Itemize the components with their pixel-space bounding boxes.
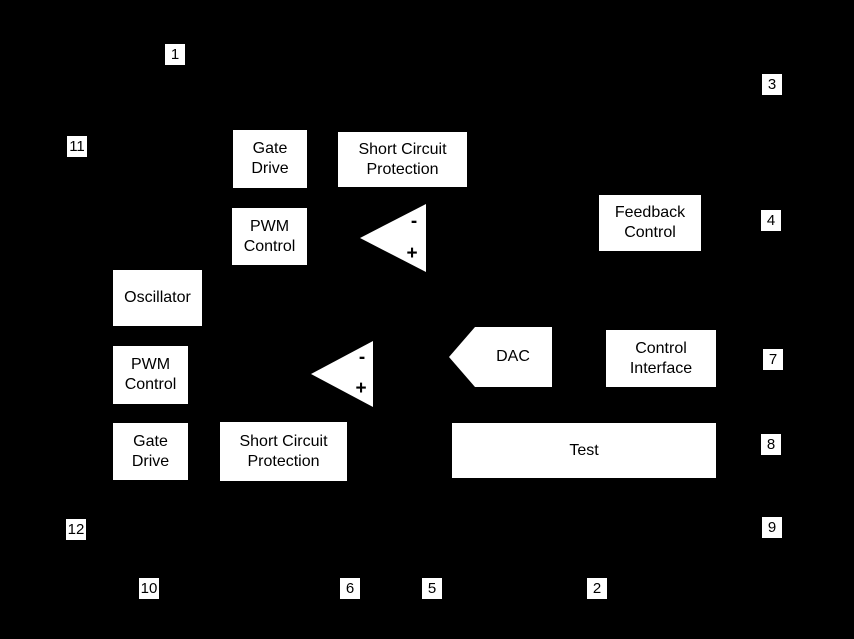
dac-block-label: DAC	[496, 348, 530, 365]
comparator-triangle-bottom-icon	[311, 341, 373, 407]
block-label: Control Interface	[629, 339, 693, 377]
pin-10: 10	[139, 578, 159, 599]
block-label: Short Circuit Protection	[358, 140, 447, 178]
block-label: Test	[569, 441, 599, 459]
block-control-interface: Control Interface	[606, 330, 716, 387]
block-gate-drive-bottom: Gate Drive	[113, 423, 188, 480]
block-test: Test	[452, 423, 716, 478]
block-gate-drive-top: Gate Drive	[233, 130, 307, 188]
pin-4: 4	[761, 210, 781, 231]
pin-5: 5	[422, 578, 442, 599]
pin-3: 3	[762, 74, 782, 95]
pin-1: 1	[165, 44, 185, 65]
comparator-bottom-minus-label: -	[358, 347, 366, 369]
dac-arrow-shape-icon	[449, 327, 552, 387]
block-label: Feedback Control	[614, 204, 686, 241]
pin-2: 2	[587, 578, 607, 599]
block-label: Short Circuit Protection	[239, 432, 328, 470]
block-label: PWM Control	[243, 217, 296, 255]
comparator-top-minus-label: -	[410, 211, 418, 233]
block-short-circuit-protection-bottom: Short Circuit Protection	[220, 422, 347, 481]
comparator-top-plus-label: +	[406, 243, 418, 265]
pin-8: 8	[761, 434, 781, 455]
block-oscillator: Oscillator	[113, 270, 202, 326]
block-label: PWM Control	[124, 356, 177, 393]
pin-11: 11	[67, 136, 87, 157]
block-short-circuit-protection-top: Short Circuit Protection	[338, 132, 467, 187]
pin-12: 12	[66, 519, 86, 540]
comparator-bottom-plus-label: +	[355, 378, 367, 400]
block-label: Oscillator	[124, 289, 191, 307]
pin-6: 6	[340, 578, 360, 599]
pin-7: 7	[763, 349, 783, 370]
block-pwm-control-bottom: PWM Control	[113, 346, 188, 404]
block-label: Gate Drive	[251, 140, 289, 177]
comparator-triangle-top-icon	[360, 204, 426, 272]
pin-9: 9	[762, 517, 782, 538]
block-feedback-control: Feedback Control	[599, 195, 701, 251]
block-label: Gate Drive	[131, 432, 170, 470]
block-pwm-control-top: PWM Control	[232, 208, 307, 265]
